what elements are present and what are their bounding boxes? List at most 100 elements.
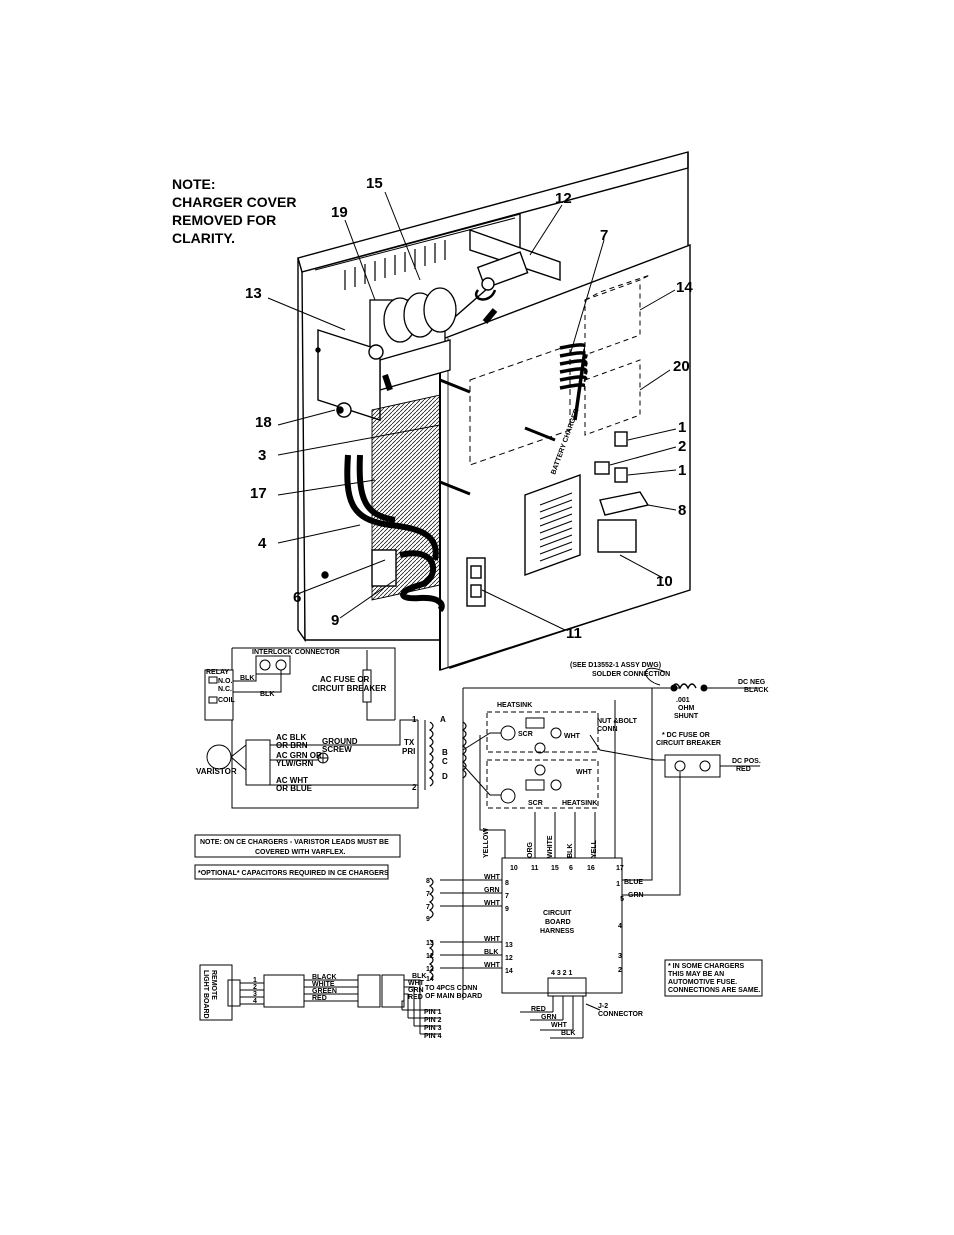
harness-pin-13: 13 — [505, 942, 513, 949]
callout-4: 4 — [258, 535, 267, 552]
j2-color-2: WHT — [551, 1022, 568, 1029]
remote-color-0: BLACK — [312, 974, 337, 981]
wire-label-1: ORG — [527, 842, 534, 859]
harness-pin-12: 12 — [505, 955, 513, 962]
callout-15: 15 — [366, 175, 383, 192]
optional-note: *OPTIONAL* CAPACITORS REQUIRED IN CE CHA… — [198, 870, 389, 877]
td-label: D — [442, 772, 448, 781]
harness-pin-8: 8 — [505, 880, 509, 887]
rp3-label: 3 — [618, 953, 622, 960]
nc-label: N.C. — [218, 686, 232, 693]
coil-color-0: WHT — [484, 874, 501, 881]
coil-num-6: 12 — [426, 966, 434, 973]
scr1-label: SCR — [518, 731, 533, 738]
circuit-board-outline — [469, 344, 571, 466]
pin-label-3: PIN 4 — [424, 1033, 442, 1040]
remote-color-1: WHITE — [312, 981, 335, 988]
pin-top-11: 11 — [531, 865, 539, 872]
wire-label-2: WHITE — [547, 835, 554, 858]
callout-14: 14 — [676, 279, 693, 296]
label-panel — [524, 474, 581, 576]
varistor — [206, 744, 232, 770]
coil-num-7: 14 — [426, 976, 434, 983]
scr-1 — [500, 725, 516, 741]
pin-top-17: 17 — [616, 865, 624, 872]
callout-1b: 1 — [678, 462, 686, 479]
rp5-label: 5 — [620, 896, 624, 903]
connector-11 — [466, 557, 486, 607]
pin-label-0: PIN 1 — [424, 1009, 442, 1016]
tb-label: B — [442, 748, 448, 757]
bracket-10 — [597, 519, 637, 553]
coil-color-1: GRN — [484, 887, 500, 894]
relay-9 — [371, 549, 397, 587]
cable-6 — [474, 289, 497, 301]
dc-breaker — [664, 754, 721, 778]
varistor-label: VARISTOR — [196, 767, 237, 776]
callout-7: 7 — [600, 227, 608, 244]
schematic-labels: INTERLOCK CONNECTOR RELAY N.O. N.C. COIL… — [196, 649, 769, 1019]
coil-num-4: 13 — [426, 940, 434, 947]
wht-b-label: WHT — [576, 769, 593, 776]
coil-color-4: WHT — [484, 936, 501, 943]
heatsink-fins — [371, 394, 441, 601]
callout-18: 18 — [255, 414, 272, 431]
j2-color-3: BLK — [561, 1030, 575, 1037]
heatsink-lower — [486, 759, 599, 809]
callout-11: 11 — [566, 625, 582, 642]
remote-color-2: GREEN — [312, 988, 337, 995]
callout-20: 20 — [673, 358, 690, 375]
module-20 — [584, 359, 641, 436]
grn-label: GRN — [628, 892, 644, 899]
ce-note-box — [194, 834, 401, 858]
relay-label: RELAY — [206, 669, 229, 676]
wiring-schematic — [194, 647, 763, 1039]
switch-1a — [614, 431, 628, 447]
blk1-label: BLK — [240, 675, 254, 682]
relay — [204, 669, 234, 721]
blue-label: BLUE — [624, 879, 643, 886]
coil-num-5: 12 — [426, 953, 434, 960]
dc-pos-label: DC POS.RED — [732, 758, 761, 773]
callout-3: 3 — [258, 447, 266, 464]
circuit-board-harness — [501, 857, 623, 994]
scr2-label: SCR — [528, 800, 543, 807]
callout-17: 17 — [250, 485, 267, 502]
conn-color-2: GRN — [408, 987, 424, 994]
scr-2 — [500, 788, 516, 804]
tc-label: C — [442, 757, 448, 766]
coil-color-5: BLK — [484, 949, 498, 956]
remote-label: REMOTELIGHT BOARD — [202, 970, 217, 1019]
wire-label-0: YELLOW — [483, 828, 490, 858]
solder-label: SOLDER CONNECTION — [592, 671, 670, 678]
pin-top-6: 6 — [569, 865, 573, 872]
pin-top-15: 15 — [551, 865, 559, 872]
see-ref-label: (SEE D13552-1 ASSY DWG) — [570, 662, 661, 669]
conn-color-0: BLK — [412, 973, 426, 980]
harness-pin-9: 9 — [505, 906, 509, 913]
callout-1a: 1 — [678, 419, 686, 436]
coil-num-1: 7 — [426, 891, 430, 898]
optional-note-box — [194, 864, 389, 880]
wire-label-4: YELL — [591, 839, 598, 858]
t1-label: 1 — [412, 715, 417, 724]
pin-top-10: 10 — [510, 865, 518, 872]
heatsink-upper — [486, 711, 599, 753]
t2-label: 2 — [412, 783, 417, 792]
wht-a-label: WHT — [564, 733, 581, 740]
note-text: NOTE: CHARGER COVER REMOVED FOR CLARITY. — [172, 176, 297, 246]
cable-2 — [356, 454, 396, 523]
blk2-label: BLK — [260, 691, 274, 698]
j2-pins-label: 4 3 2 1 — [551, 970, 573, 977]
remote-pin-2: 2 — [253, 984, 257, 991]
callout-8: 8 — [678, 502, 686, 519]
